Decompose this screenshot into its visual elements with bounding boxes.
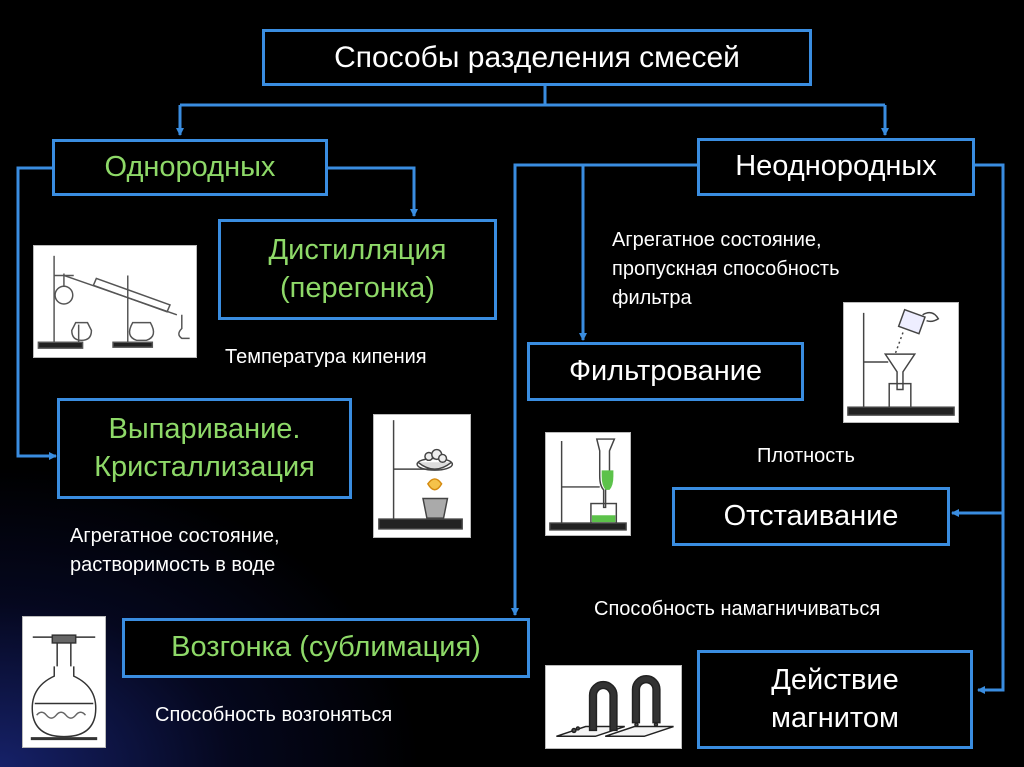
connector-homo-to-evaporation [16, 166, 57, 460]
root-title: Способы разделения смесей [334, 41, 740, 74]
evaporation-line2: Кристаллизация [94, 450, 315, 483]
magnet-criterion: Способность намагничиваться [594, 598, 881, 620]
settling-funnel-icon [549, 438, 627, 531]
filtration-apparatus-image [843, 302, 959, 423]
connector-hetero-to-sublimation [511, 163, 697, 616]
horseshoe-magnet-icon [556, 675, 674, 738]
magnet-line1: Действие [771, 663, 899, 696]
homogeneous-label: Однородных [104, 150, 276, 183]
sublimation-criterion: Способность возгоняться [155, 704, 393, 726]
sublimation-label: Возгонка (сублимация) [171, 631, 481, 664]
evaporation-criterion-line1: Агрегатное состояние, [70, 525, 280, 547]
distillation-criterion: Температура кипения [225, 346, 427, 368]
filtration-apparatus-icon [847, 308, 955, 416]
distillation-box: Дистилляция (перегонка) [218, 219, 497, 320]
evaporation-criterion-line2: растворимость в воде [70, 554, 276, 576]
connector-hetero-right [975, 163, 1005, 694]
heterogeneous-box: Неоднородных [697, 138, 975, 196]
distillation-apparatus-image [33, 245, 197, 358]
settling-box: Отстаивание [672, 487, 950, 546]
evaporation-line1: Выпаривание. [108, 412, 301, 445]
distillation-line2: (перегонка) [280, 271, 435, 304]
magnet-line2: магнитом [771, 701, 899, 734]
filtration-criterion: Агрегатное состояние, пропускная способн… [612, 226, 840, 313]
evaporation-apparatus-icon [378, 420, 463, 530]
sublimation-box: Возгонка (сублимация) [122, 618, 530, 678]
connector-homo-to-distillation [328, 166, 418, 217]
filtration-label: Фильтрование [568, 354, 763, 387]
distillation-apparatus-icon [37, 255, 190, 349]
filtration-criterion-line1: Агрегатное состояние, [612, 229, 822, 251]
evaporation-criterion: Агрегатное состояние, растворимость в во… [70, 522, 280, 580]
settling-funnel-apparatus-image [545, 432, 631, 536]
sublimation-flask-icon [30, 634, 98, 741]
filtration-criterion-line3: фильтра [612, 287, 692, 309]
filtration-box: Фильтрование [527, 342, 804, 401]
magnet-box: Действие магнитом [697, 650, 973, 749]
sublimation-flask-image [22, 616, 106, 748]
filtration-criterion-line2: пропускная способность [612, 258, 840, 280]
evaporation-box: Выпаривание. Кристаллизация [57, 398, 352, 499]
distillation-line1: Дистилляция [268, 233, 447, 266]
root-box: Способы разделения смесей [262, 29, 812, 86]
heterogeneous-label: Неоднородных [735, 150, 937, 183]
evaporation-apparatus-image [373, 414, 471, 538]
settling-criterion: Плотность [757, 445, 855, 467]
settling-label: Отстаивание [723, 499, 899, 532]
horseshoe-magnets-image [545, 665, 682, 749]
homogeneous-box: Однородных [52, 139, 328, 196]
